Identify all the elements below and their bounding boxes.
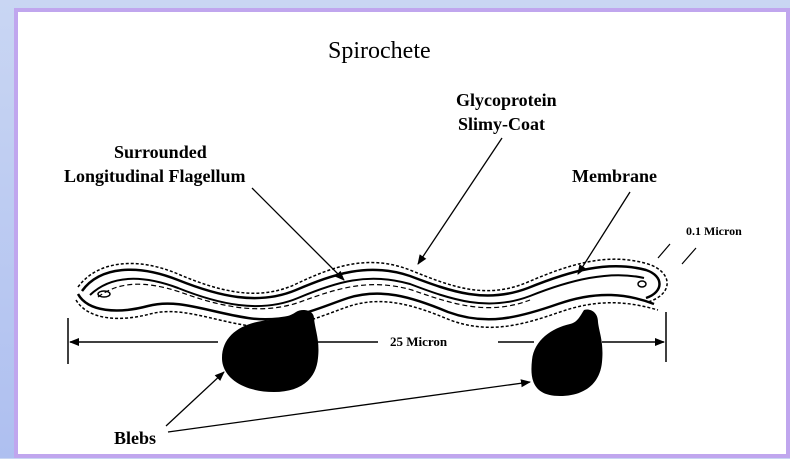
label-membrane: Membrane xyxy=(572,166,657,186)
label-slimy-coat: Slimy-Coat xyxy=(458,114,545,134)
label-blebs: Blebs xyxy=(114,428,156,448)
thickness-marks xyxy=(658,244,696,264)
pointer-glycoprotein xyxy=(418,138,502,264)
spirochete-body xyxy=(76,259,667,327)
bleb-left xyxy=(222,310,318,392)
pointer-bleb-left xyxy=(166,372,224,426)
cell-wall-inner xyxy=(90,275,644,306)
pointer-flagellum xyxy=(252,188,344,280)
label-length: 25 Micron xyxy=(390,334,448,349)
end-tip-right xyxy=(638,281,646,287)
blebs xyxy=(222,310,602,397)
pointer-bleb-right xyxy=(168,382,530,432)
label-surrounded: Surrounded xyxy=(114,142,207,162)
end-tip-left xyxy=(98,291,110,297)
spirochete-diagram: Spirochete Glycoprotein Slimy-Coat Surro… xyxy=(18,12,786,454)
label-glycoprotein: Glycoprotein xyxy=(456,90,557,110)
cell-wall-bottom xyxy=(78,294,654,320)
diagram-panel: Spirochete Glycoprotein Slimy-Coat Surro… xyxy=(14,8,790,458)
label-longitudinal-flagellum: Longitudinal Flagellum xyxy=(64,166,246,186)
diagram-title: Spirochete xyxy=(328,38,431,64)
label-thickness: 0.1 Micron xyxy=(686,224,742,238)
bleb-right xyxy=(531,310,602,397)
pointer-membrane xyxy=(578,192,630,274)
